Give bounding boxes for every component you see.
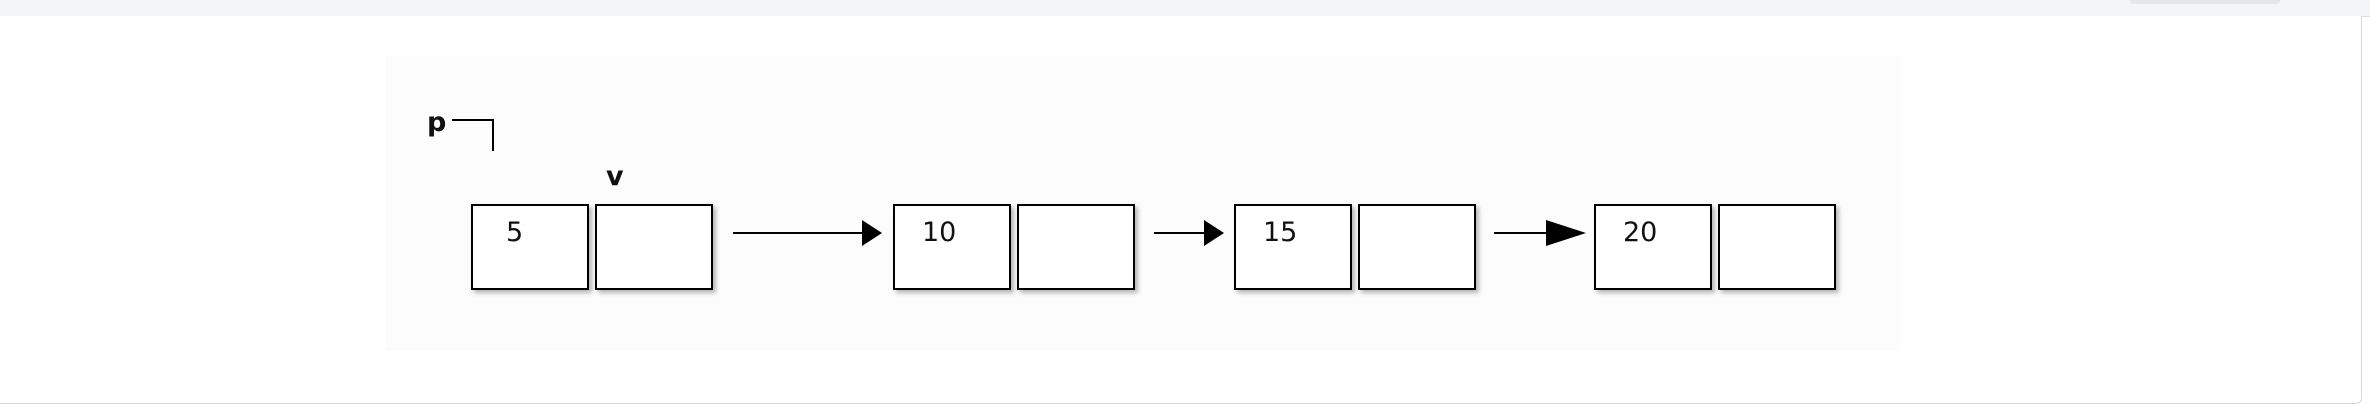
node-value: 10 bbox=[922, 217, 956, 248]
node-value: 20 bbox=[1623, 217, 1657, 248]
node-value-cell bbox=[1234, 204, 1352, 290]
node-pointer-cell bbox=[1718, 204, 1836, 290]
node-value-cell bbox=[1594, 204, 1712, 290]
node-value: 15 bbox=[1263, 217, 1297, 248]
node-pointer-cell bbox=[1358, 204, 1476, 290]
arrowhead-icon bbox=[862, 220, 882, 246]
diagram-canvas bbox=[385, 56, 1900, 351]
toolbar-tab[interactable] bbox=[2130, 0, 2280, 4]
arrowhead-icon bbox=[1546, 220, 1586, 246]
pointer-p-label: p bbox=[427, 107, 446, 138]
list-node: 5 bbox=[471, 204, 713, 290]
list-node: 10 bbox=[893, 204, 1135, 290]
node-value-cell bbox=[893, 204, 1011, 290]
node-value-cell bbox=[471, 204, 589, 290]
list-node: 15 bbox=[1234, 204, 1476, 290]
arrowhead-icon bbox=[1204, 220, 1224, 246]
node-pointer-cell bbox=[1017, 204, 1135, 290]
list-node: 20 bbox=[1594, 204, 1836, 290]
pointer-p-connector bbox=[452, 119, 494, 151]
node-pointer-cell bbox=[595, 204, 713, 290]
pointer-v-label: v bbox=[606, 161, 624, 192]
node-value: 5 bbox=[506, 217, 523, 248]
